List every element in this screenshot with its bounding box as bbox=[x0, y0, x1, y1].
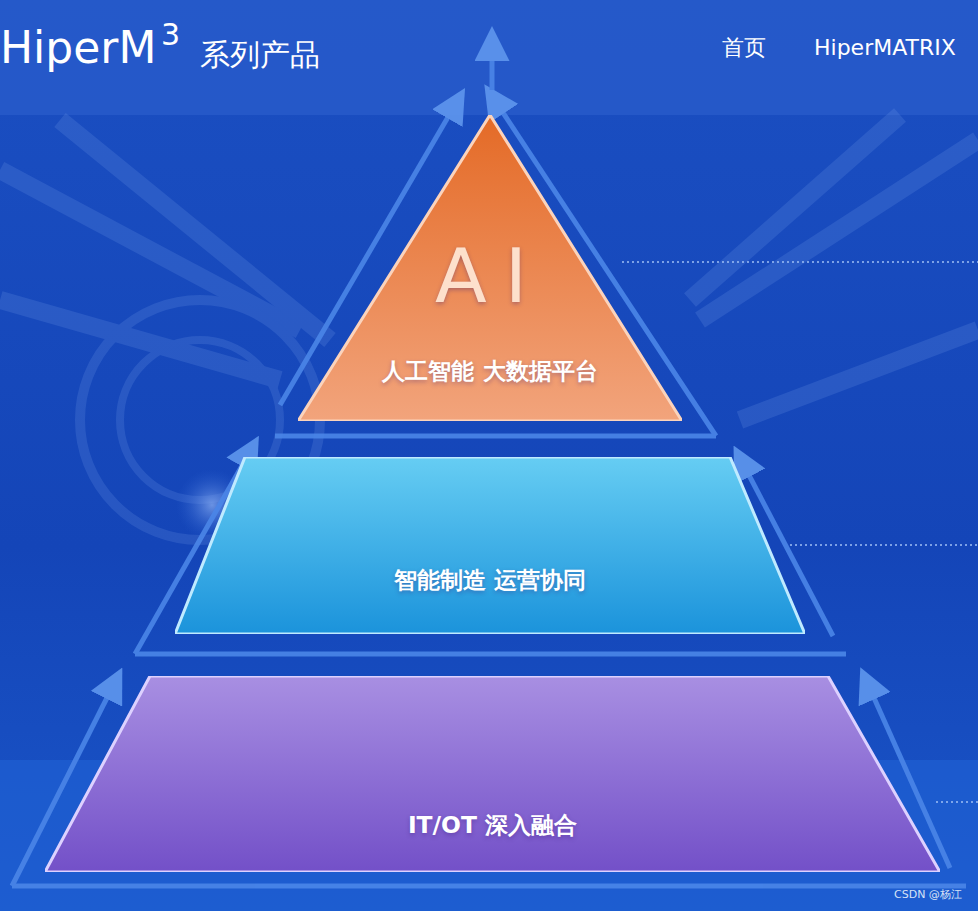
header-bar bbox=[0, 0, 978, 115]
watermark: CSDN @杨江 bbox=[894, 889, 962, 901]
ai-triangle: AI 人工智能 大数据平台 bbox=[298, 115, 682, 421]
brand-sup: 3 bbox=[161, 18, 180, 51]
pyramid-outline bbox=[12, 40, 966, 886]
brand-name: HiperM bbox=[0, 24, 156, 72]
nav-link: 首页 bbox=[722, 36, 766, 60]
it-ot-trapezoid: IT/OT 深入融合 bbox=[45, 676, 940, 872]
shape-fill bbox=[175, 457, 805, 634]
ai-mark: AI bbox=[298, 233, 682, 320]
tier-label: IT/OT 深入融合 bbox=[45, 812, 940, 839]
tier-label: 人工智能 大数据平台 bbox=[298, 358, 682, 385]
tier-label: 智能制造 运营协同 bbox=[175, 567, 805, 594]
shape-fill bbox=[45, 676, 940, 872]
brand-suffix: 系列产品 bbox=[200, 38, 320, 71]
nav-link: HiperMATRIX bbox=[814, 36, 956, 60]
manufacturing-trapezoid: 智能制造 运营协同 bbox=[175, 457, 805, 634]
